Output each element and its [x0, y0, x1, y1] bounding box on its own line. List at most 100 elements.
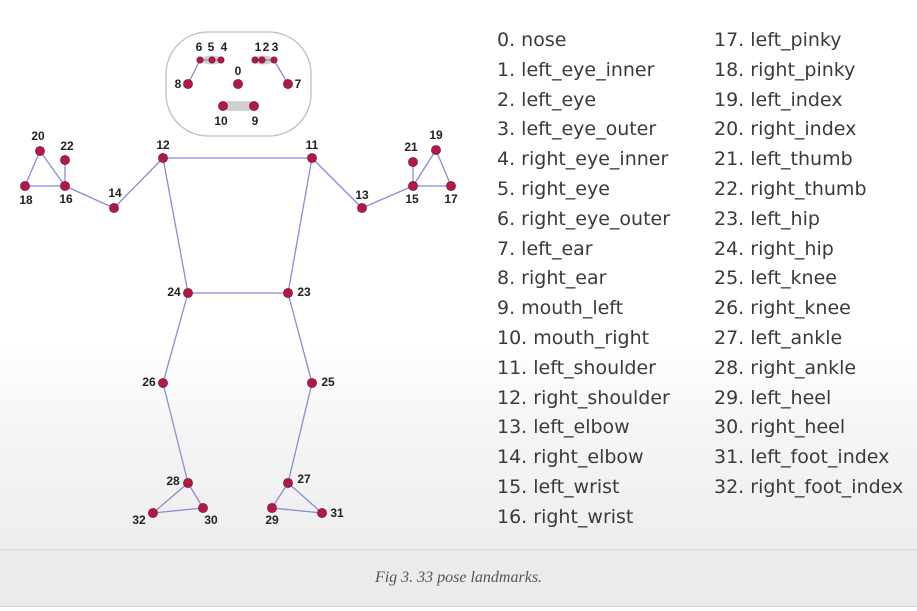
landmark-label-25: 25 — [321, 375, 335, 389]
skeleton-edge-23-25 — [287, 292, 313, 384]
landmark-point-22 — [60, 155, 70, 165]
landmark-point-31 — [317, 508, 327, 518]
legend-item: 22. right_thumb — [714, 177, 867, 200]
landmark-label-7: 7 — [295, 77, 302, 91]
skeleton-edge-16-20 — [39, 150, 66, 187]
landmark-label-10: 10 — [214, 114, 228, 128]
skeleton-edge-30-32 — [152, 507, 204, 514]
legend-item: 32. right_foot_index — [714, 475, 904, 498]
landmark-point-25 — [307, 378, 317, 388]
landmark-point-0 — [233, 79, 243, 89]
landmark-label-5: 5 — [208, 40, 215, 54]
legend-item: 7. left_ear — [497, 237, 593, 260]
legend-item: 4. right_eye_inner — [497, 148, 669, 171]
landmark-point-29 — [267, 503, 277, 513]
legend-item: 5. right_eye — [497, 177, 610, 200]
legend-item: 30. right_heel — [714, 416, 846, 439]
landmark-point-28 — [183, 478, 193, 488]
landmark-point-8 — [183, 79, 193, 89]
skeleton-edge-14-16 — [64, 185, 115, 209]
skeleton-edge-15-19 — [412, 149, 437, 187]
legend-item: 17. left_pinky — [714, 29, 842, 51]
legend-item: 21. left_thumb — [714, 148, 853, 171]
landmark-point-23 — [283, 288, 293, 298]
landmark-point-30 — [198, 503, 208, 513]
landmark-point-21 — [408, 157, 418, 167]
landmark-label-24: 24 — [167, 285, 181, 299]
skeleton-edge-28-32 — [152, 482, 189, 514]
legend-item: 27. left_ankle — [714, 326, 843, 349]
skeleton-edge-25-27 — [287, 382, 313, 484]
landmark-point-17 — [446, 181, 456, 191]
legend-item: 28. right_ankle — [714, 356, 857, 379]
legend-item: 25. left_knee — [714, 267, 837, 290]
landmark-point-26 — [158, 378, 168, 388]
landmark-label-27: 27 — [297, 472, 311, 486]
landmark-label-18: 18 — [19, 193, 33, 207]
landmark-label-11: 11 — [306, 138, 319, 152]
landmark-label-1: 1 — [255, 40, 262, 54]
landmark-label-19: 19 — [429, 128, 443, 142]
landmark-point-9 — [249, 101, 259, 111]
legend-item: 13. left_elbow — [497, 416, 630, 439]
landmark-point-16 — [60, 181, 70, 191]
legend-item: 31. left_foot_index — [714, 446, 890, 469]
landmark-label-14: 14 — [108, 186, 122, 200]
landmark-label-22: 22 — [60, 139, 74, 153]
legend-item: 15. left_wrist — [497, 475, 620, 498]
skeleton-edge-29-31 — [271, 507, 323, 514]
landmark-point-7 — [283, 79, 293, 89]
legend-item: 6. right_eye_outer — [497, 207, 671, 230]
landmark-label-28: 28 — [166, 474, 180, 488]
landmark-point-13 — [357, 203, 367, 213]
landmark-point-10 — [218, 101, 228, 111]
legend-item: 8. right_ear — [497, 267, 607, 290]
legend-item: 20. right_index — [714, 118, 857, 141]
landmark-point-27 — [283, 478, 293, 488]
legend-item: 3. left_eye_outer — [497, 118, 657, 141]
landmark-label-3: 3 — [272, 40, 279, 54]
skeleton-edge-12-24 — [162, 157, 189, 294]
landmark-label-2: 2 — [263, 40, 270, 54]
skeleton-edge-26-28 — [162, 382, 189, 484]
legend-item: 24. right_hip — [714, 237, 834, 260]
landmark-label-26: 26 — [142, 375, 156, 389]
legend-item: 23. left_hip — [714, 207, 820, 230]
skeleton-edge-18-20 — [24, 150, 41, 187]
landmark-point-4 — [217, 56, 225, 64]
landmark-label-31: 31 — [330, 506, 344, 520]
landmark-label-13: 13 — [355, 188, 369, 202]
landmark-point-1 — [251, 56, 259, 64]
legend-item: 18. right_pinky — [714, 58, 856, 81]
landmark-point-3 — [270, 56, 278, 64]
landmark-point-5 — [208, 56, 216, 64]
landmark-point-24 — [183, 288, 193, 298]
landmark-label-4: 4 — [221, 40, 228, 54]
legend-item: 26. right_knee — [714, 297, 851, 320]
landmark-label-20: 20 — [31, 129, 45, 143]
landmark-label-32: 32 — [132, 513, 146, 527]
mouth-shape — [224, 101, 254, 111]
skeleton-edge-11-13 — [311, 157, 363, 209]
legend-item: 1. left_eye_inner — [497, 58, 655, 81]
landmark-label-17: 17 — [444, 192, 458, 206]
landmark-label-30: 30 — [204, 513, 218, 527]
landmark-point-32 — [148, 508, 158, 518]
skeleton-edge-13-15 — [361, 185, 414, 209]
legend-item: 9. mouth_left — [497, 297, 624, 320]
landmark-label-0: 0 — [235, 64, 242, 78]
landmark-label-8: 8 — [175, 77, 182, 91]
landmark-label-21: 21 — [404, 140, 418, 154]
landmark-point-2 — [258, 56, 266, 64]
skeleton-edge-27-29 — [271, 482, 289, 509]
landmark-label-12: 12 — [156, 138, 170, 152]
landmark-label-29: 29 — [265, 513, 279, 527]
legend-item: 11. left_shoulder — [497, 356, 656, 379]
caption-bar: Fig 3. 33 pose landmarks. — [0, 549, 917, 607]
legend-item: 0. nose — [497, 29, 567, 51]
landmark-point-19 — [431, 145, 441, 155]
skeleton-edge-17-19 — [435, 149, 452, 187]
